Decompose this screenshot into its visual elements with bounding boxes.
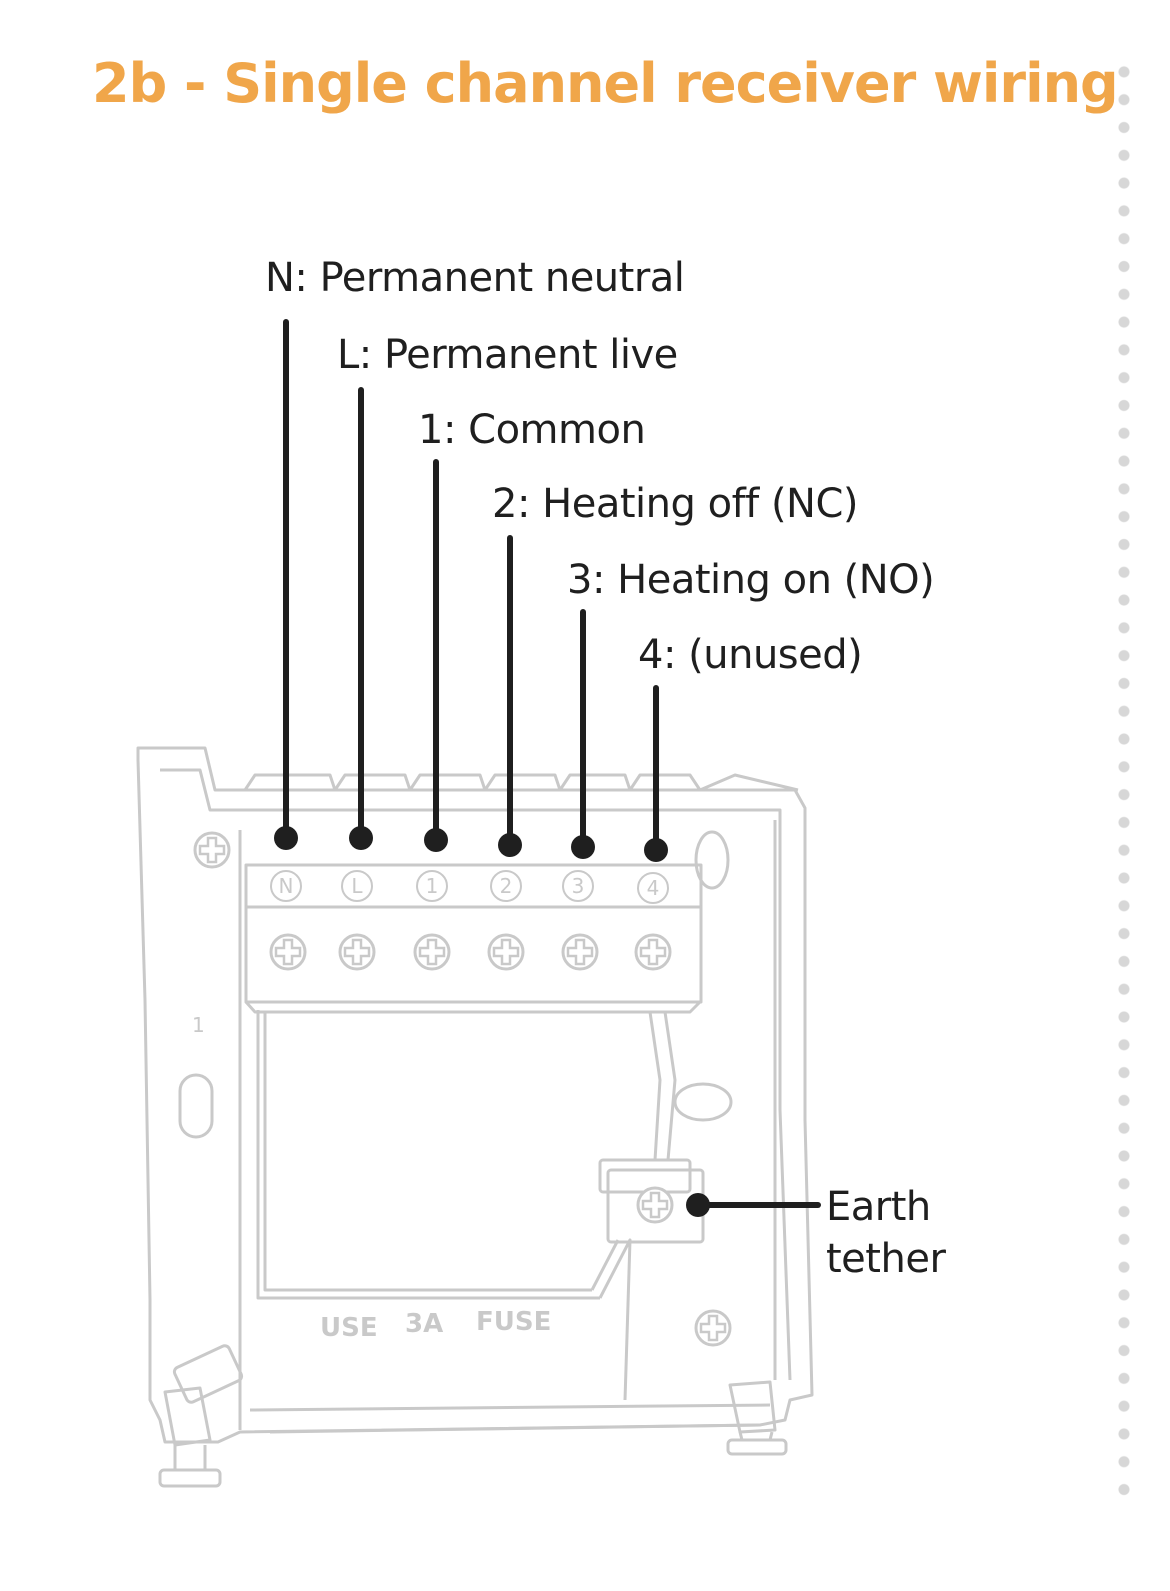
terminal-dot-l <box>349 826 373 850</box>
terminal-dot-4 <box>644 838 668 862</box>
fuse-label-text: FUSE <box>476 1307 551 1337</box>
terminal-screw-icon <box>338 933 376 971</box>
label-earth-line2: tether <box>826 1236 946 1282</box>
dotted-border <box>1116 58 1132 1508</box>
terminal-screw-icon <box>487 933 525 971</box>
label-earth-line1: Earth <box>826 1184 931 1230</box>
terminal-dot-2 <box>498 833 522 857</box>
terminal-screw-icon <box>269 933 307 971</box>
label-terminal-4: 4: (unused) <box>638 632 863 678</box>
terminal-mark-3: 3 <box>572 874 585 898</box>
label-terminal-n: N: Permanent neutral <box>265 255 685 301</box>
terminal-mark-l: L <box>351 874 363 898</box>
terminal-dot-3 <box>571 835 595 859</box>
terminal-dot-n <box>274 826 298 850</box>
earth-dot <box>686 1193 710 1217</box>
backplate <box>136 746 814 1488</box>
fuse-rating-text: 3A <box>405 1309 443 1339</box>
fuse-use-text: USE <box>320 1313 378 1343</box>
label-terminal-2: 2: Heating off (NC) <box>492 481 859 527</box>
terminal-dot-1 <box>424 828 448 852</box>
terminal-mark-n: N <box>279 874 294 898</box>
plate-marking: 1 <box>192 1013 205 1037</box>
terminal-mark-4: 4 <box>647 876 660 900</box>
terminal-mark-1: 1 <box>426 874 439 898</box>
page-title: 2b - Single channel receiver wiring <box>92 52 1119 115</box>
mounting-screw-icon <box>193 831 231 869</box>
mounting-screw-icon <box>694 1309 732 1347</box>
label-terminal-3: 3: Heating on (NO) <box>567 557 935 603</box>
terminal-screw-icon <box>634 933 672 971</box>
terminal-screw-icon <box>561 933 599 971</box>
terminal-screw-icon <box>413 933 451 971</box>
earth-screw-icon <box>636 1186 674 1224</box>
label-terminal-1: 1: Common <box>418 407 646 453</box>
terminal-mark-2: 2 <box>500 874 513 898</box>
label-terminal-l: L: Permanent live <box>337 332 678 378</box>
